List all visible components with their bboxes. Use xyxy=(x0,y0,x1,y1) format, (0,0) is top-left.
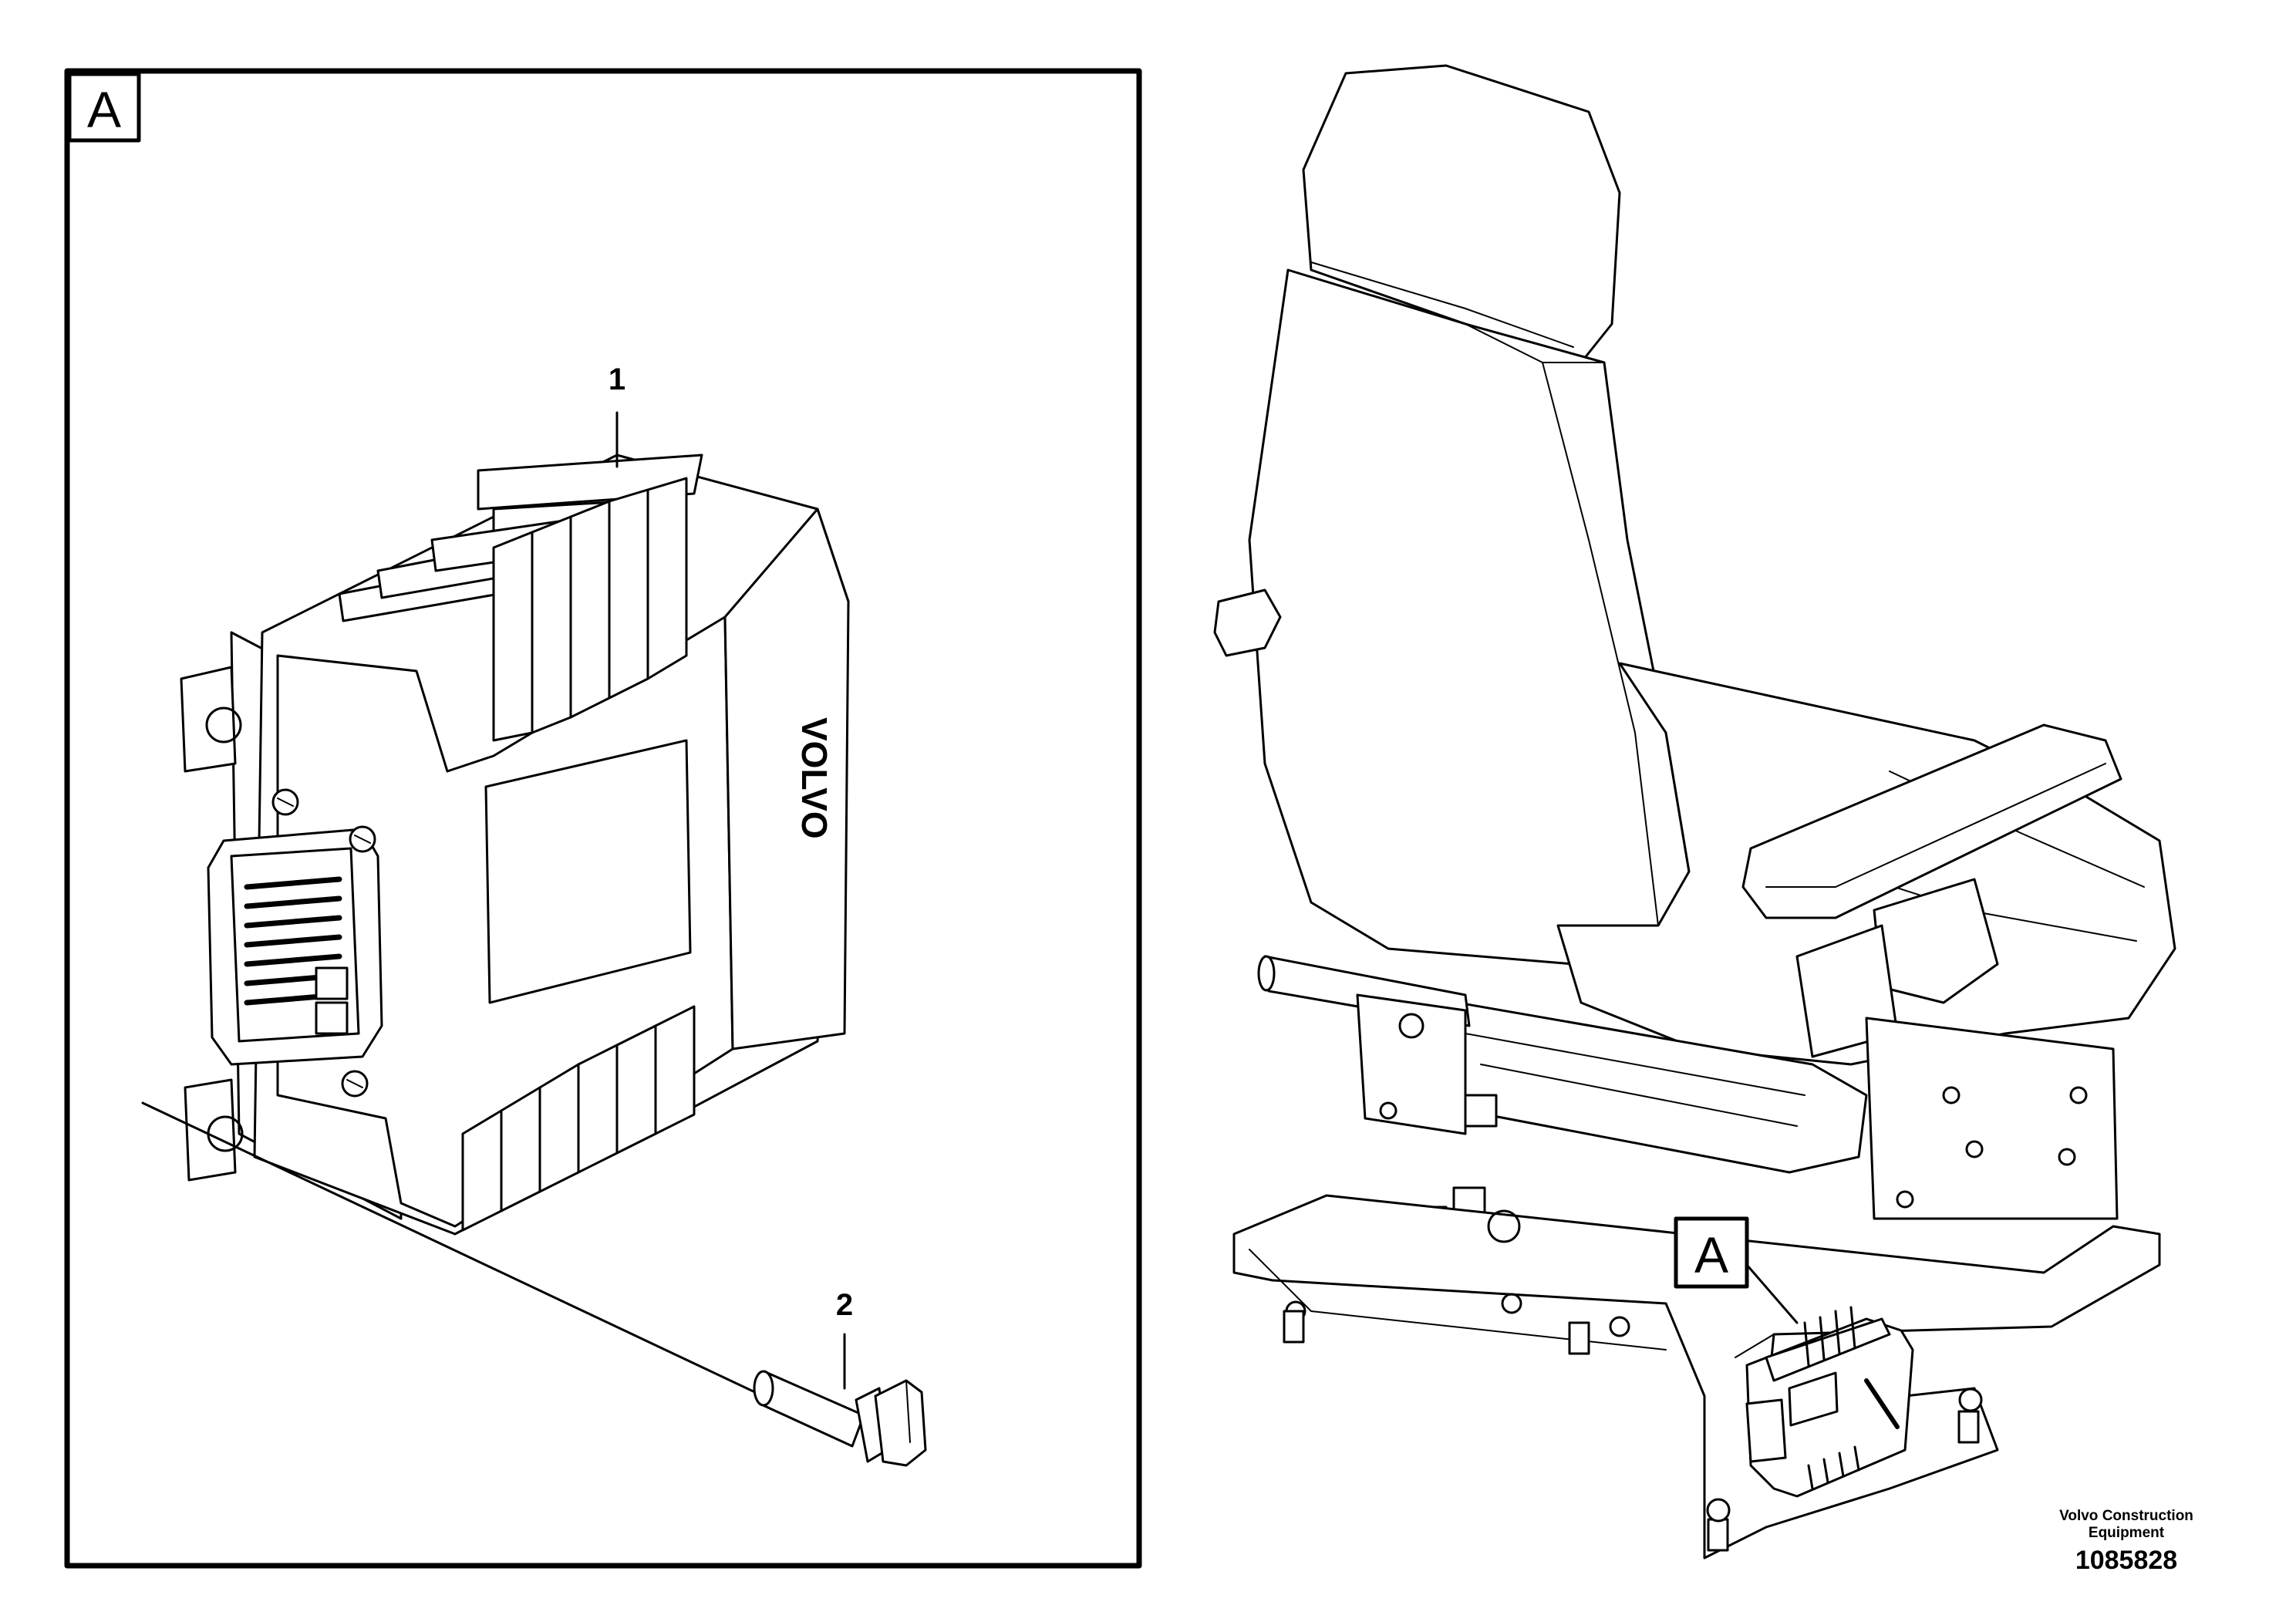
detail-frame xyxy=(64,68,1142,1569)
illustration-number: 1085828 xyxy=(2075,1546,2178,1575)
seat-backrest xyxy=(1248,268,1691,966)
detail-label-box xyxy=(67,72,141,143)
ecu-location xyxy=(1745,1306,1914,1498)
seat-armrest-right xyxy=(1741,723,2122,919)
publisher-line-1: Volvo Construction xyxy=(2059,1508,2193,1524)
seat-side-plate-left xyxy=(1356,993,1467,1135)
seat-armrest-left xyxy=(1213,588,1282,657)
callout-1: 1 xyxy=(609,363,625,396)
seat-overview: A xyxy=(1213,64,2176,1560)
seat-side-plate-right xyxy=(1865,1017,2119,1220)
flange-screw xyxy=(753,1370,927,1467)
screw-axis xyxy=(141,1101,773,1401)
detail-marker-leader xyxy=(1745,1263,1799,1324)
detail-label: A xyxy=(87,81,121,138)
detail-marker-box xyxy=(1674,1216,1749,1289)
seat-headrest xyxy=(1302,64,1621,364)
illustration-footer: Volvo Construction Equipment 1085828 xyxy=(2026,1508,2227,1576)
detail-view-a: A xyxy=(64,68,1142,1569)
publisher-line-2: Equipment xyxy=(2088,1525,2165,1541)
detail-marker: A xyxy=(1694,1226,1728,1283)
ecu-logo: VOLVO xyxy=(794,717,834,839)
callout-2: 2 xyxy=(836,1288,853,1322)
connector-pins xyxy=(244,876,342,1006)
ecu-control-unit: VOLVO xyxy=(180,454,850,1236)
ecu-location-fins xyxy=(1803,1306,1860,1490)
mounting-platform xyxy=(1232,1194,2161,1560)
